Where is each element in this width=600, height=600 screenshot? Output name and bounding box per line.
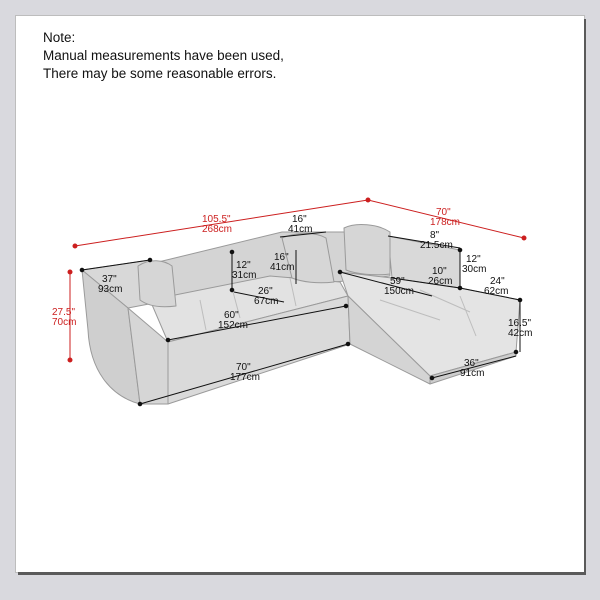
total-length-cm: 268cm xyxy=(202,224,232,235)
seat-width-line xyxy=(167,305,347,341)
back-height-cm: 31cm xyxy=(232,270,256,281)
front-width-cm: 177cm xyxy=(230,372,260,383)
pillow-width-line xyxy=(279,231,327,238)
pillow-right xyxy=(343,224,391,276)
chaise-seat-cm: 150cm xyxy=(384,286,414,297)
pillow-width-in: 16" xyxy=(292,214,307,225)
chaise-length-end xyxy=(521,235,527,241)
sofa-illustration xyxy=(81,224,521,405)
pillow-height-cm: 41cm xyxy=(270,262,294,273)
chaise-length-cm: 178cm xyxy=(430,217,460,228)
total-length-end-left xyxy=(72,243,78,249)
arm-inner-cm: 26cm xyxy=(428,276,452,287)
total-length-in: 105.5" xyxy=(202,214,231,225)
chaise-length-line xyxy=(367,199,525,239)
note-line-2: There may be some reasonable errors. xyxy=(43,66,277,81)
depth-line xyxy=(81,259,151,271)
arm-width-cm: 21.5cm xyxy=(420,240,453,251)
chaise-seat-line xyxy=(339,271,433,297)
cushion-seams xyxy=(199,277,477,337)
main-seat xyxy=(149,275,349,343)
pillow-height-in: 16" xyxy=(274,252,289,263)
seat-width-cm: 152cm xyxy=(218,320,248,331)
detail-dimension-labels: 37" 93cm 16" 41cm 12" 31cm 16" 41cm 26" … xyxy=(98,214,532,383)
total-length-line xyxy=(74,199,369,247)
chaise-depth-in: 24" xyxy=(490,276,505,287)
seat-width-in: 60" xyxy=(224,310,239,321)
arm-inner-line xyxy=(391,277,461,289)
seat-height-in: 16.5" xyxy=(508,318,531,329)
height-in: 27.5" xyxy=(52,307,75,318)
front-width-line xyxy=(139,343,349,405)
depth-cm: 93cm xyxy=(98,284,122,295)
seat-depth-cm: 67cm xyxy=(254,296,278,307)
depth-in: 37" xyxy=(102,274,117,285)
seat-depth-in: 26" xyxy=(258,286,273,297)
arm-height-cm: 30cm xyxy=(462,264,486,275)
front-width-in: 70" xyxy=(236,362,251,373)
arm-height-in: 12" xyxy=(466,254,481,265)
pillow-left xyxy=(137,260,177,308)
pillow-width-cm: 41cm xyxy=(288,224,312,235)
dimension-end-points xyxy=(79,247,523,407)
seat-depth-line xyxy=(233,291,285,303)
chaise-depth-cm: 62cm xyxy=(484,286,508,297)
note-heading: Note: xyxy=(43,30,76,45)
chaise-width-line xyxy=(431,355,517,379)
arm-inner-in: 10" xyxy=(432,266,447,277)
measurement-note: Note: Manual measurements have been used… xyxy=(43,29,284,83)
seat-height-cm: 42cm xyxy=(508,328,532,339)
chaise-length-in: 70" xyxy=(436,207,451,218)
arm-width-in: 8" xyxy=(430,230,440,241)
height-cm: 70cm xyxy=(52,317,76,328)
detail-dimension-lines xyxy=(79,231,523,407)
chaise-depth-line xyxy=(459,287,521,301)
height-end-top xyxy=(67,269,73,275)
height-end-bottom xyxy=(67,357,73,363)
note-line-1: Manual measurements have been used, xyxy=(43,48,284,63)
chaise-width-cm: 91cm xyxy=(460,368,484,379)
overall-dimension-lines xyxy=(67,197,527,363)
arm-width-line xyxy=(387,235,461,249)
pillow-middle xyxy=(281,233,335,284)
back-height-in: 12" xyxy=(236,260,251,271)
chaise-width-in: 36" xyxy=(464,358,479,369)
overall-dimension-labels: 105.5" 268cm 70" 178cm 27.5" 70cm xyxy=(52,207,460,328)
chaise-seat-in: 59" xyxy=(390,276,405,287)
